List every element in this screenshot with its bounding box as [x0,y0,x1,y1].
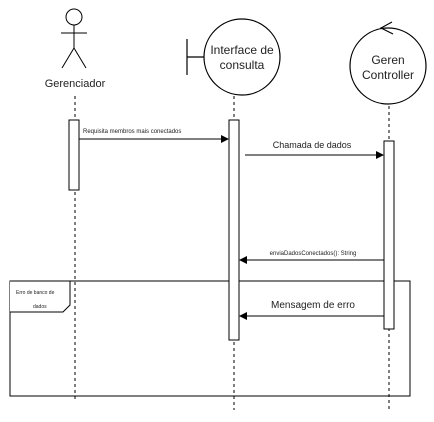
boundary-label-line2: consulta [220,58,265,72]
message-label-4: Mensagem de erro [271,300,355,311]
fragment-label-line2: dados [33,304,47,310]
control-label-line2: Controller [362,68,414,82]
control-controller: Geren Controller [349,21,427,105]
message-3: enviaDadosConectados(): String [239,251,384,264]
stick-figure-icon [65,8,83,26]
actor-gerenciador: Gerenciador [45,8,106,90]
message-label-1: Requisita membros mais conectados [83,129,181,135]
activation-gerenciador [68,119,80,191]
fragment-erro: Erro de banco de dados [9,280,411,397]
boundary-label-line1: Interface de [210,43,274,57]
activation-controller [383,140,395,330]
actor-label-gerenciador: Gerenciador [45,78,106,90]
message-2: Chamada de dados [245,140,384,159]
boundary-interface: Interface de consulta [186,18,281,96]
fragment-label-line1: Erro de banco de [16,290,55,296]
fragment-frame [9,280,411,397]
message-1: Requisita membros mais conectados [79,129,229,143]
message-4: Mensagem de erro [239,300,384,320]
control-label-line1: Geren [371,53,404,67]
control-icon [349,27,427,105]
activation-interface [228,119,240,341]
message-label-2: Chamada de dados [273,140,352,150]
message-label-3: enviaDadosConectados(): String [270,251,357,257]
